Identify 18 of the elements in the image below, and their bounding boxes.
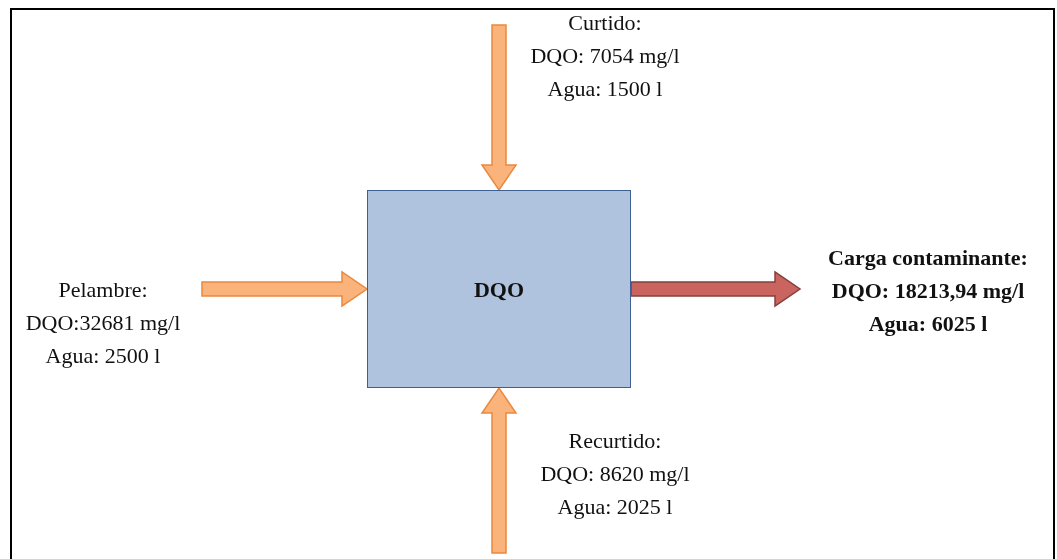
flow-text: Pelambre: — [57, 276, 149, 304]
block-arrow — [480, 386, 518, 554]
block-arrow — [630, 270, 802, 308]
flow-text: Carga contaminante: — [827, 244, 1029, 272]
flow-text: DQO:32681 mg/l — [24, 309, 182, 337]
flow-text: Agua: 6025 l — [867, 310, 989, 338]
flow-text: Agua: 2025 l — [556, 493, 674, 521]
block-arrow — [480, 24, 518, 192]
box-title: DQO — [472, 275, 526, 304]
block-arrow — [201, 270, 369, 308]
flow-text: DQO: 7054 mg/l — [529, 42, 681, 70]
flow-text: Curtido: — [567, 9, 643, 37]
flow-text: Agua: 1500 l — [546, 75, 664, 103]
flow-text: DQO: 8620 mg/l — [539, 460, 691, 488]
flow-text: Recurtido: — [567, 427, 663, 455]
process-box — [367, 190, 631, 388]
flow-text: DQO: 18213,94 mg/l — [830, 277, 1026, 305]
flow-text: Agua: 2500 l — [44, 342, 162, 370]
